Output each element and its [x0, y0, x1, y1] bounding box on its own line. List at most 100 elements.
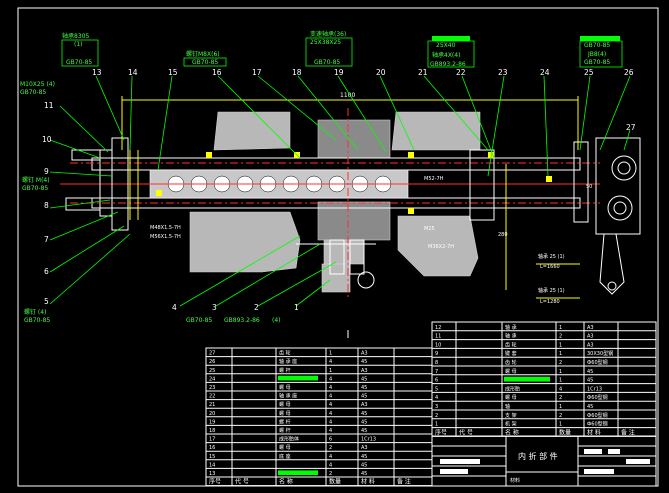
bom-left-header: 序号	[209, 478, 221, 486]
bom-left-cell: 4	[329, 454, 332, 460]
svg-text:18: 18	[292, 68, 302, 77]
svg-text:GB70-85: GB70-85	[20, 89, 46, 96]
svg-text:GB70-85: GB70-85	[314, 59, 340, 66]
label-m48: M48X1.5-7H	[150, 225, 181, 231]
dim-text-l1660: L=1660	[540, 264, 560, 270]
right-bearing-housing	[469, 149, 495, 221]
bom-left-cell: 25	[209, 368, 215, 374]
bom-right-cell: 12	[435, 325, 441, 331]
bom-right-cell: A3	[587, 334, 594, 340]
bom-left-cell: 螺 杆	[279, 418, 291, 425]
bom-left-cell: A3	[361, 402, 368, 408]
bom-right-cell: 7	[435, 369, 438, 375]
bom-left-cell: 18	[209, 428, 215, 434]
bom-left-cell: 1	[329, 351, 332, 357]
bom-left-cell: 4	[329, 428, 332, 434]
bom-left-header: 数量	[329, 478, 341, 486]
svg-text:17: 17	[252, 68, 262, 77]
bom-left-cell: A3	[361, 445, 368, 451]
svg-text:5: 5	[44, 297, 49, 306]
bom-left-cell: A3	[361, 368, 368, 374]
bom-left-cell: 齿 轮	[279, 350, 291, 357]
frame-plate-body	[189, 211, 301, 273]
bom-left-cell: 螺 母	[279, 384, 291, 391]
bom-left-cell: 6	[329, 437, 332, 443]
bom-left-cell: 22	[209, 394, 215, 400]
svg-text:21: 21	[418, 68, 428, 77]
title-text: 内 折 部 件	[518, 451, 558, 461]
svg-text:1: 1	[294, 303, 299, 312]
bom-right-cell: A3	[587, 342, 594, 348]
svg-text:3: 3	[212, 303, 217, 312]
bom-left-cell: 4	[329, 462, 332, 468]
bom-right-cell: 轴 承	[505, 324, 517, 331]
underline-22	[427, 40, 475, 68]
label-bearing-2: 轴承 25 (1)	[538, 287, 565, 294]
label-bearing-1: 轴承 25 (1)	[538, 253, 565, 260]
bom-right-cell: 螺 母	[505, 368, 517, 375]
bom-left-cell: 4	[329, 394, 332, 400]
bom-left-cell: 45	[361, 462, 367, 468]
svg-text:4: 4	[172, 303, 177, 312]
svg-text:25X38X25: 25X38X25	[310, 39, 341, 46]
svg-text:11: 11	[44, 101, 54, 110]
svg-text:GB70-85: GB70-85	[22, 185, 48, 192]
bom-left-cell: 4	[329, 376, 332, 382]
svg-text:8: 8	[44, 201, 49, 210]
underline-15	[183, 57, 227, 67]
bom-left-cell: 24	[209, 376, 215, 382]
bom-left-cell: 4	[329, 411, 332, 417]
bom-right-cell: 1	[435, 422, 438, 428]
gearbox-block	[317, 119, 391, 159]
leader-lines	[49, 75, 631, 307]
svg-text:14: 14	[128, 68, 138, 77]
svg-text:GB893.2-86: GB893.2-86	[430, 61, 466, 68]
assembly-drawing: 1100 280 50 L=1660 轴承 25 (1) L=1280 轴承 2…	[60, 92, 641, 338]
dim-text-50: 50	[586, 184, 592, 190]
svg-text:24: 24	[540, 68, 550, 77]
bom-left-cell: 螺 杆	[279, 367, 291, 374]
svg-text:螺钉M8X(6): 螺钉M8X(6)	[186, 50, 220, 58]
bom-left-cell: 螺 母	[279, 410, 291, 417]
label-m56: M56X1.5-7H	[150, 234, 181, 240]
bom-left-cell: 底 座	[279, 453, 291, 460]
svg-text:22: 22	[456, 68, 466, 77]
svg-text:螺钉 M(4): 螺钉 M(4)	[22, 176, 50, 184]
bom-right-cell: 1	[559, 422, 562, 428]
label-m36: M36X2-7H	[428, 244, 454, 250]
bom-left-cell: 19	[209, 419, 215, 425]
bom-left-cell: 2	[329, 445, 332, 451]
bom-left-cell: 45	[361, 419, 367, 425]
bom-left-cell: 45	[361, 454, 367, 460]
bom-right-header: 代 号	[459, 428, 473, 436]
bom-left-cell: 45	[361, 428, 367, 434]
svg-text:GB70-85: GB70-85	[584, 42, 610, 49]
svg-text:(1): (1)	[74, 41, 83, 48]
bom-left-cell: 45	[361, 411, 367, 417]
bom-right-cell: 螺 母	[505, 394, 517, 401]
right-end-plate	[573, 141, 589, 223]
bom-left-highlight-2	[278, 470, 318, 475]
bom-right-cell: 1	[559, 342, 562, 348]
bom-right-cell: 45	[587, 404, 593, 410]
svg-text:轴承8305: 轴承8305	[62, 32, 89, 40]
bom-right-cell: A3	[587, 325, 594, 331]
svg-text:7: 7	[44, 235, 49, 244]
svg-text:26: 26	[624, 68, 634, 77]
bom-right-cell: 轴 承	[505, 333, 517, 340]
title-block: 内 折 部 件 材料	[431, 435, 657, 487]
bom-left-cell: 1	[329, 368, 332, 374]
bom-left-cell: 17	[209, 437, 215, 443]
svg-text:25X40: 25X40	[436, 42, 456, 49]
svg-text:GB70-85: GB70-85	[584, 59, 610, 66]
svg-text:(4): (4)	[272, 317, 281, 324]
bom-right-cell: 2	[559, 395, 562, 401]
material-label: 材料	[510, 477, 520, 484]
bom-right-cell: 键 套	[505, 350, 517, 357]
svg-text:13: 13	[92, 68, 102, 77]
bom-left-cell: 成形胎体	[279, 436, 299, 443]
bom-right-cell: Ф60型钢	[587, 394, 608, 401]
bom-right-cell: 1	[559, 378, 562, 384]
